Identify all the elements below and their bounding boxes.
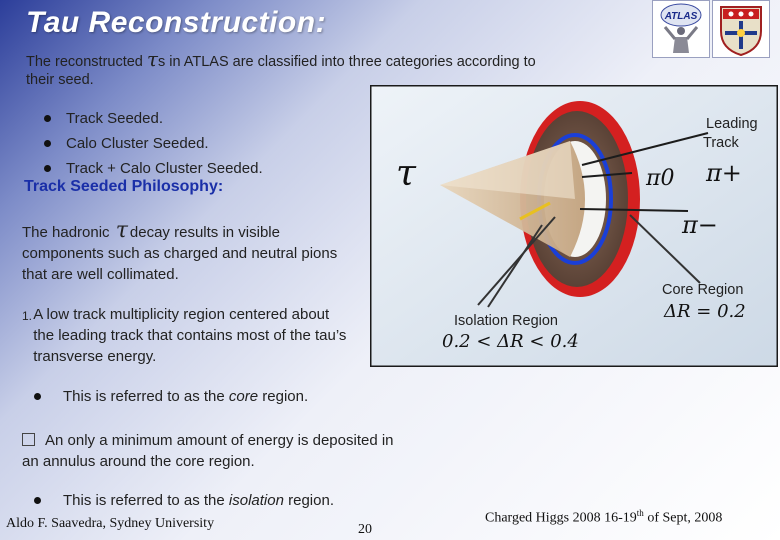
footer-author: Aldo F. Saavedra, Sydney University: [6, 516, 215, 531]
item-text: A low track multiplicity region centered…: [33, 306, 347, 365]
isolation-note-em: isolation: [228, 492, 284, 509]
isolation-note-prefix: This is referred to as the: [63, 492, 225, 509]
core-note-text: This is referred to as the core region.: [63, 388, 308, 405]
bullet-icon: [44, 115, 51, 122]
atlas-logo: ATLAS: [652, 0, 710, 58]
core-region-formula: ΔR = 0.2: [663, 301, 746, 322]
hadronic-tau-symbol: τ: [115, 218, 128, 243]
intro-part2: s in ATLAS are classified into three cat…: [26, 54, 536, 88]
annulus-marker: [519, 201, 551, 221]
isolation-note-text: This is referred to as the isolation reg…: [63, 492, 334, 509]
core-note-em: core: [228, 388, 259, 405]
leading-track-label-line1: Leading: [706, 116, 758, 132]
pi-minus-label: π−: [681, 211, 718, 239]
tau-decay-diagram: τ Leading Track π+ π0 π− Core Region ΔR …: [368, 83, 780, 369]
atlas-logo-text: ATLAS: [664, 11, 698, 22]
category-label: Track Seeded.: [66, 110, 163, 127]
university-crest: [712, 0, 770, 58]
philosophy-heading: Track Seeded Philosophy:: [24, 178, 224, 195]
footer-conference: Charged Higgs 2008 16-19th of Sept, 2008: [485, 508, 722, 527]
track-line: [579, 208, 689, 212]
core-pointer-line: [629, 214, 701, 284]
slide-title: Tau Reconstruction:: [26, 6, 327, 39]
isolation-region-note: This is referred to as the isolation reg…: [34, 492, 334, 509]
conference-sup: th: [636, 508, 644, 518]
page-number: 20: [358, 522, 372, 537]
annulus-paragraph: An only a minimum amount of energy is de…: [22, 430, 402, 472]
category-item: Track Seeded.: [44, 106, 263, 131]
isolation-region-label: Isolation Region: [454, 313, 558, 329]
intro-tau-symbol: τ: [146, 47, 158, 71]
category-label: Track + Calo Cluster Seeded.: [66, 160, 263, 177]
pi-plus-label: π+: [705, 159, 742, 187]
category-list: Track Seeded. Calo Cluster Seeded. Track…: [44, 106, 263, 181]
checkbox-bullet-icon: [22, 433, 35, 446]
track-line: [581, 132, 709, 166]
category-label: Calo Cluster Seeded.: [66, 135, 209, 152]
intro-part1: The reconstructed: [26, 54, 143, 70]
core-region-note: This is referred to as the core region.: [34, 388, 308, 405]
tau-decay-figure: τ Leading Track π+ π0 π− Core Region ΔR …: [368, 83, 780, 369]
item-number: 1.: [22, 309, 33, 323]
conference-suffix: of Sept, 2008: [643, 510, 723, 526]
hadronic-part1: The hadronic: [22, 224, 110, 241]
pi-zero-label: π0: [645, 166, 674, 191]
bullet-icon: [44, 165, 51, 172]
isolation-pointer-line: [477, 216, 556, 306]
isolation-pointer-line: [487, 224, 543, 308]
core-region-label: Core Region: [662, 282, 743, 298]
leading-track-label-line2: Track: [703, 135, 739, 151]
category-item: Calo Cluster Seeded.: [44, 131, 263, 156]
intro-text: The reconstructed τs in ATLAS are classi…: [26, 47, 566, 89]
bullet-icon: [44, 140, 51, 147]
track-line: [581, 172, 633, 178]
hadronic-part2: decay results in visible components such…: [22, 224, 338, 283]
annulus-text: An only a minimum amount of energy is de…: [22, 432, 394, 470]
isolation-note-suffix: region.: [288, 492, 334, 509]
core-note-prefix: This is referred to as the: [63, 388, 225, 405]
isolation-region-formula: 0.2 < ΔR < 0.4: [442, 331, 579, 352]
bullet-icon: [34, 393, 41, 400]
category-item: Track + Calo Cluster Seeded.: [44, 156, 263, 181]
core-note-suffix: region.: [262, 388, 309, 405]
tau-symbol: τ: [396, 153, 417, 194]
numbered-item: 1. A low track multiplicity region cente…: [22, 304, 352, 367]
conference-prefix: Charged Higgs 2008 16-19: [485, 510, 637, 526]
bullet-icon: [34, 497, 41, 504]
